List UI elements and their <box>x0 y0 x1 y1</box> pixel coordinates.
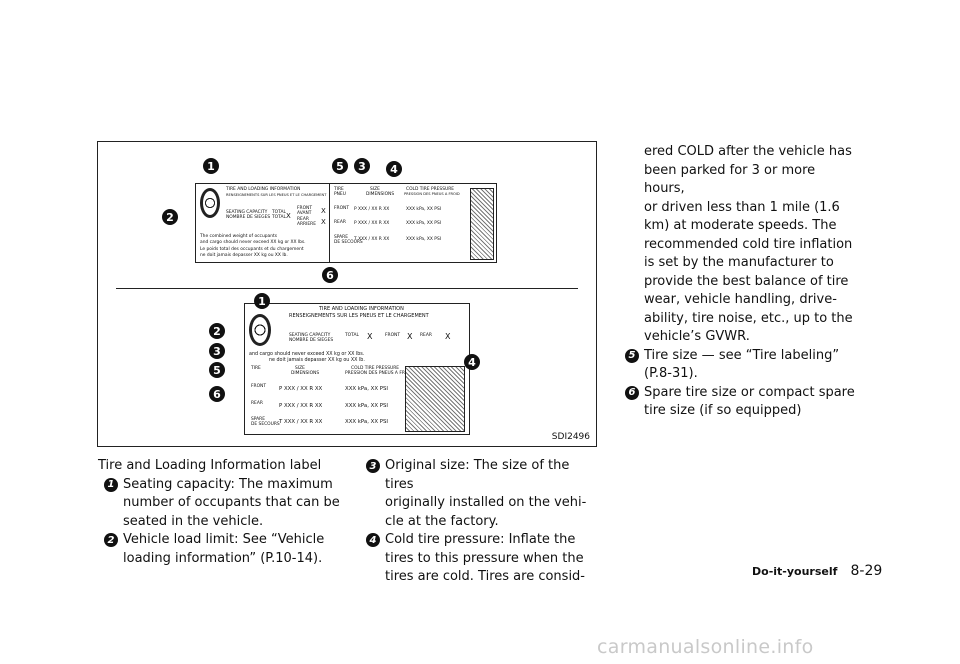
callout-top-5: 5 <box>332 158 348 174</box>
figure-code: SDI2496 <box>551 432 590 442</box>
section-name: Do-it-yourself <box>752 565 838 578</box>
top-left-placard: TIRE AND LOADING INFORMATION RENSEIGNEME… <box>195 183 331 263</box>
list-item: 3 Original size: The size of the tires o… <box>360 457 600 531</box>
tire-icon <box>200 188 220 218</box>
watermark: carmanualsonline.info <box>597 636 814 658</box>
manual-note-box <box>405 366 465 432</box>
page-number: 8-29 <box>850 563 883 579</box>
middle-column: 3 Original size: The size of the tires o… <box>360 457 600 587</box>
section-heading: Tire and Loading Information label <box>98 458 322 473</box>
manual-note-box <box>470 188 494 260</box>
callout-bottom-6: 6 <box>209 386 225 402</box>
item-number-3: 3 <box>366 459 380 473</box>
list-item: 1 Seating capacity: The maximum number o… <box>98 476 348 532</box>
callout-top-1: 1 <box>203 158 219 174</box>
callout-bottom-1: 1 <box>254 293 270 309</box>
item-number-6: 6 <box>625 385 639 400</box>
item-number-2: 2 <box>104 533 118 547</box>
callout-bottom-5: 5 <box>209 362 225 378</box>
right-column: ered COLD after the vehicle has been par… <box>619 143 857 421</box>
callout-top-4: 4 <box>386 161 402 177</box>
item-number-4: 4 <box>366 533 380 547</box>
item-number-1: 1 <box>104 477 118 492</box>
continuation-text: ered COLD after the vehicle has been par… <box>644 144 853 344</box>
tire-label-figure: TIRE AND LOADING INFORMATION RENSEIGNEME… <box>97 141 597 447</box>
callout-top-2: 2 <box>162 209 178 225</box>
callout-top-6: 6 <box>322 267 338 283</box>
list-item: 2 Vehicle load limit: See “Vehicle loadi… <box>98 531 348 568</box>
tire-icon <box>249 314 271 346</box>
callout-bottom-3: 3 <box>209 343 225 359</box>
callout-bottom-2: 2 <box>209 323 225 339</box>
callout-top-3: 3 <box>354 158 370 174</box>
item-number-5: 5 <box>625 348 639 363</box>
list-item: 4 Cold tire pressure: Inflate the tires … <box>360 531 600 587</box>
left-column: Tire and Loading Information label 1 Sea… <box>98 457 348 568</box>
bottom-placard: TIRE AND LOADING INFORMATION RENSEIGNEME… <box>244 303 470 435</box>
callout-bottom-4: 4 <box>464 354 480 370</box>
list-item: 6 Spare tire size or compact spare tire … <box>619 384 857 421</box>
page-footer: Do-it-yourself 8-29 <box>752 560 882 579</box>
top-right-placard: TIRE PNEU SIZE DIMENSIONS COLD TIRE PRES… <box>329 183 497 263</box>
figure-divider <box>116 288 578 289</box>
list-item: 5 Tire size — see “Tire labeling” (P.8-3… <box>619 347 857 384</box>
